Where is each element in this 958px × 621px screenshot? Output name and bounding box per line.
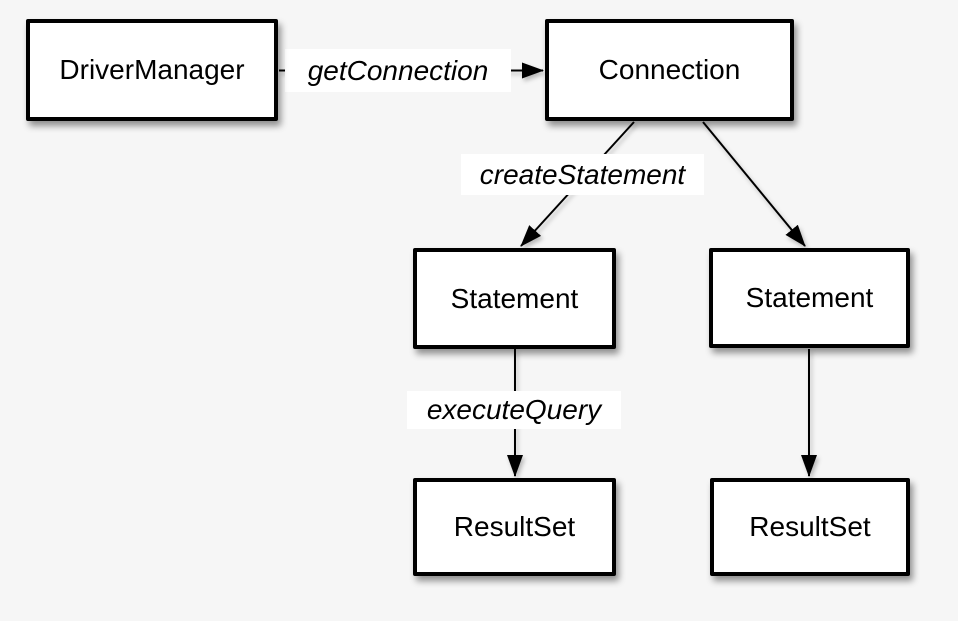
edge-label-getconnection: getConnection [285, 49, 511, 92]
node-statement-right: Statement [709, 248, 910, 348]
node-statement-left-label: Statement [450, 282, 579, 314]
node-driver-manager-label: DriverManager [59, 54, 245, 85]
node-resultset-left: ResultSet [413, 478, 616, 576]
edge-label-createstatement: createStatement [461, 154, 704, 195]
node-resultset-left-label: ResultSet [453, 511, 576, 542]
node-connection: Connection [545, 19, 794, 121]
node-connection-label: Connection [598, 54, 741, 85]
edge-connection-to-statement2-arrow [702, 121, 806, 247]
edge-label-executequery: executeQuery [407, 391, 621, 429]
node-resultset-right-label: ResultSet [749, 511, 871, 542]
node-driver-manager: DriverManager [26, 19, 278, 121]
node-resultset-right: ResultSet [710, 478, 910, 576]
node-statement-left: Statement [413, 248, 616, 349]
node-statement-right-label: Statement [745, 282, 874, 313]
